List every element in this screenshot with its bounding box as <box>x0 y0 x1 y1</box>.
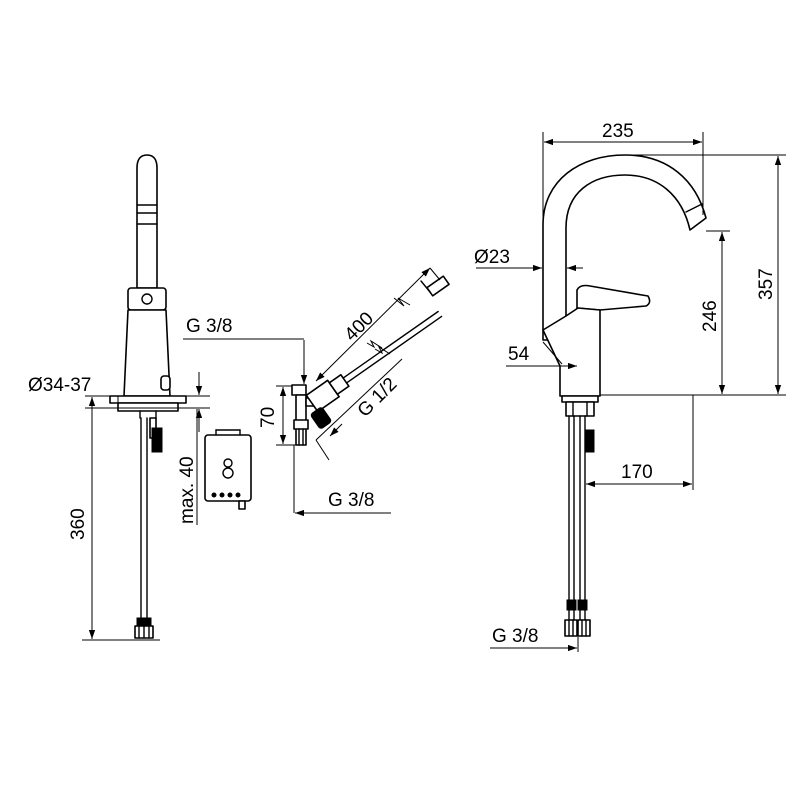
faucet-front-body <box>123 309 171 397</box>
dim-side-connection: G 3/8 <box>490 626 579 652</box>
dim-hose-length: 400 <box>315 267 441 382</box>
label-spout-diameter: Ø23 <box>474 247 510 268</box>
dim-spout-diameter: Ø23 <box>474 247 583 272</box>
label-hole-diameter: Ø34-37 <box>28 375 91 396</box>
dim-hole-diameter: Ø34-37 <box>28 372 210 432</box>
faucet-side-base <box>561 395 599 417</box>
dim-hose-reach: 170 <box>586 395 694 490</box>
label-inlet-top: G 3/8 <box>186 316 232 337</box>
dim-lever: 54 <box>506 341 577 370</box>
faucet-side-fixing <box>585 429 595 453</box>
label-inlet-bottom: G 3/8 <box>328 490 374 511</box>
label-max-thickness: max. 40 <box>177 456 198 524</box>
label-hose-reach: 170 <box>621 462 653 483</box>
dim-hose-length: 360 <box>68 397 160 641</box>
dim-outlet-height: 246 <box>700 230 730 394</box>
label-hose-length: 360 <box>68 508 89 540</box>
label-total-height: 357 <box>756 268 777 300</box>
dim-inlet-top: G 3/8 <box>183 316 308 384</box>
faucet-front-fixing <box>149 417 163 453</box>
faucet-side-body <box>542 307 601 397</box>
faucet-front-handle <box>127 287 167 311</box>
label-outlet-height: 246 <box>700 300 721 332</box>
faucet-front-hose <box>134 417 154 639</box>
valve-hose-end <box>420 275 450 297</box>
faucet-side-lever <box>576 284 651 311</box>
dim-inlet-bottom: G 3/8 <box>293 445 391 517</box>
label-lever: 54 <box>508 344 530 365</box>
label-side-connection: G 3/8 <box>492 626 538 647</box>
label-valve-height: 70 <box>258 407 279 428</box>
dim-valve-height: 70 <box>258 385 300 446</box>
side-view: 235 357 246 Ø23 54 <box>474 121 786 652</box>
label-spout-reach: 235 <box>602 121 634 142</box>
dim-max-thickness: max. 40 <box>177 407 206 525</box>
faucet-front-spout <box>136 154 158 289</box>
faucet-side-hoses <box>564 415 591 637</box>
faucet-front-base <box>109 395 187 419</box>
front-view: Ø34-37 360 <box>28 154 210 641</box>
faucet-side-spout <box>542 154 707 341</box>
dim-spout-reach: 235 <box>542 121 704 220</box>
label-hose-length: 400 <box>341 308 378 345</box>
control-box <box>204 429 252 510</box>
